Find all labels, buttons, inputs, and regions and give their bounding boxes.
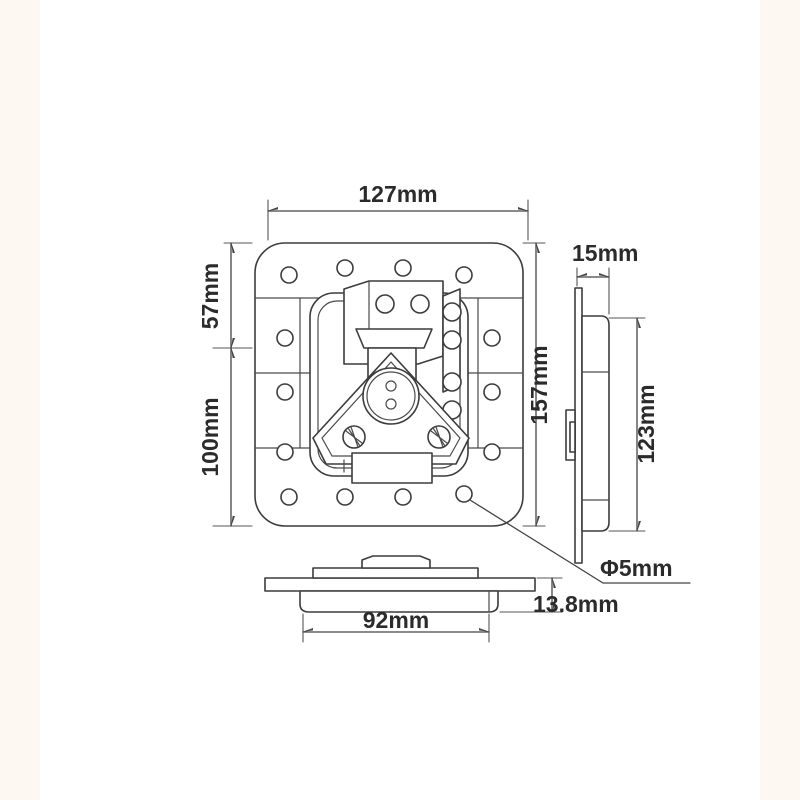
rotary-hub-outer: [362, 367, 420, 425]
front-plate-seams: [254, 297, 524, 449]
dim-label-100mm: 100mm: [197, 397, 223, 476]
mounting-holes-bottom: [280, 485, 473, 506]
dim-label-123mm: 123mm: [633, 384, 659, 463]
bottom-section-view: [264, 555, 536, 613]
keeper-hole-2: [442, 330, 462, 350]
hub-pin-upper: [385, 380, 397, 392]
mounting-holes-top: [280, 259, 473, 284]
striker-hole-b: [410, 294, 430, 314]
bottom-raised-cap: [312, 567, 479, 579]
side-body-profile: [581, 315, 610, 532]
keeper-hole-3: [442, 372, 462, 392]
dim-label-hole-diameter: Φ5mm: [600, 555, 673, 581]
dim-label-57mm: 57mm: [197, 263, 223, 329]
bottom-center-knob: [361, 555, 431, 569]
screw-slot-left: [345, 426, 363, 448]
front-view: [254, 242, 524, 527]
side-latch-boss-inner: [569, 421, 576, 453]
side-flange: [574, 287, 583, 564]
bottom-view-dimensions: 13.8mm 92mm: [302, 577, 619, 643]
side-view-dimensions: 15mm 123mm: [572, 240, 659, 532]
mounting-holes-left: [276, 329, 294, 461]
mounting-holes-right: [483, 329, 501, 461]
pull-grip-bar: [351, 452, 433, 484]
latch-tongue: [355, 328, 433, 349]
side-view: [565, 287, 610, 564]
dim-label-157mm: 157mm: [526, 345, 552, 424]
hole-leader-line: [469, 499, 691, 584]
keeper-hole-1: [442, 302, 462, 322]
front-view-dimensions: 127mm 157mm 57mm 100mm Φ5mm: [197, 181, 691, 584]
dim-label-13-8mm: 13.8mm: [533, 591, 619, 617]
hub-pin-lower: [385, 398, 397, 410]
dim-label-127mm: 127mm: [358, 181, 437, 207]
striker-hole-a: [375, 294, 395, 314]
rotary-hub-ring: [366, 371, 416, 421]
bottom-flange-strip: [264, 577, 536, 592]
dim-label-92mm: 92mm: [363, 607, 429, 633]
screw-slot-right: [430, 426, 448, 448]
latch-assembly: [312, 280, 470, 484]
dim-label-15mm: 15mm: [572, 240, 638, 266]
